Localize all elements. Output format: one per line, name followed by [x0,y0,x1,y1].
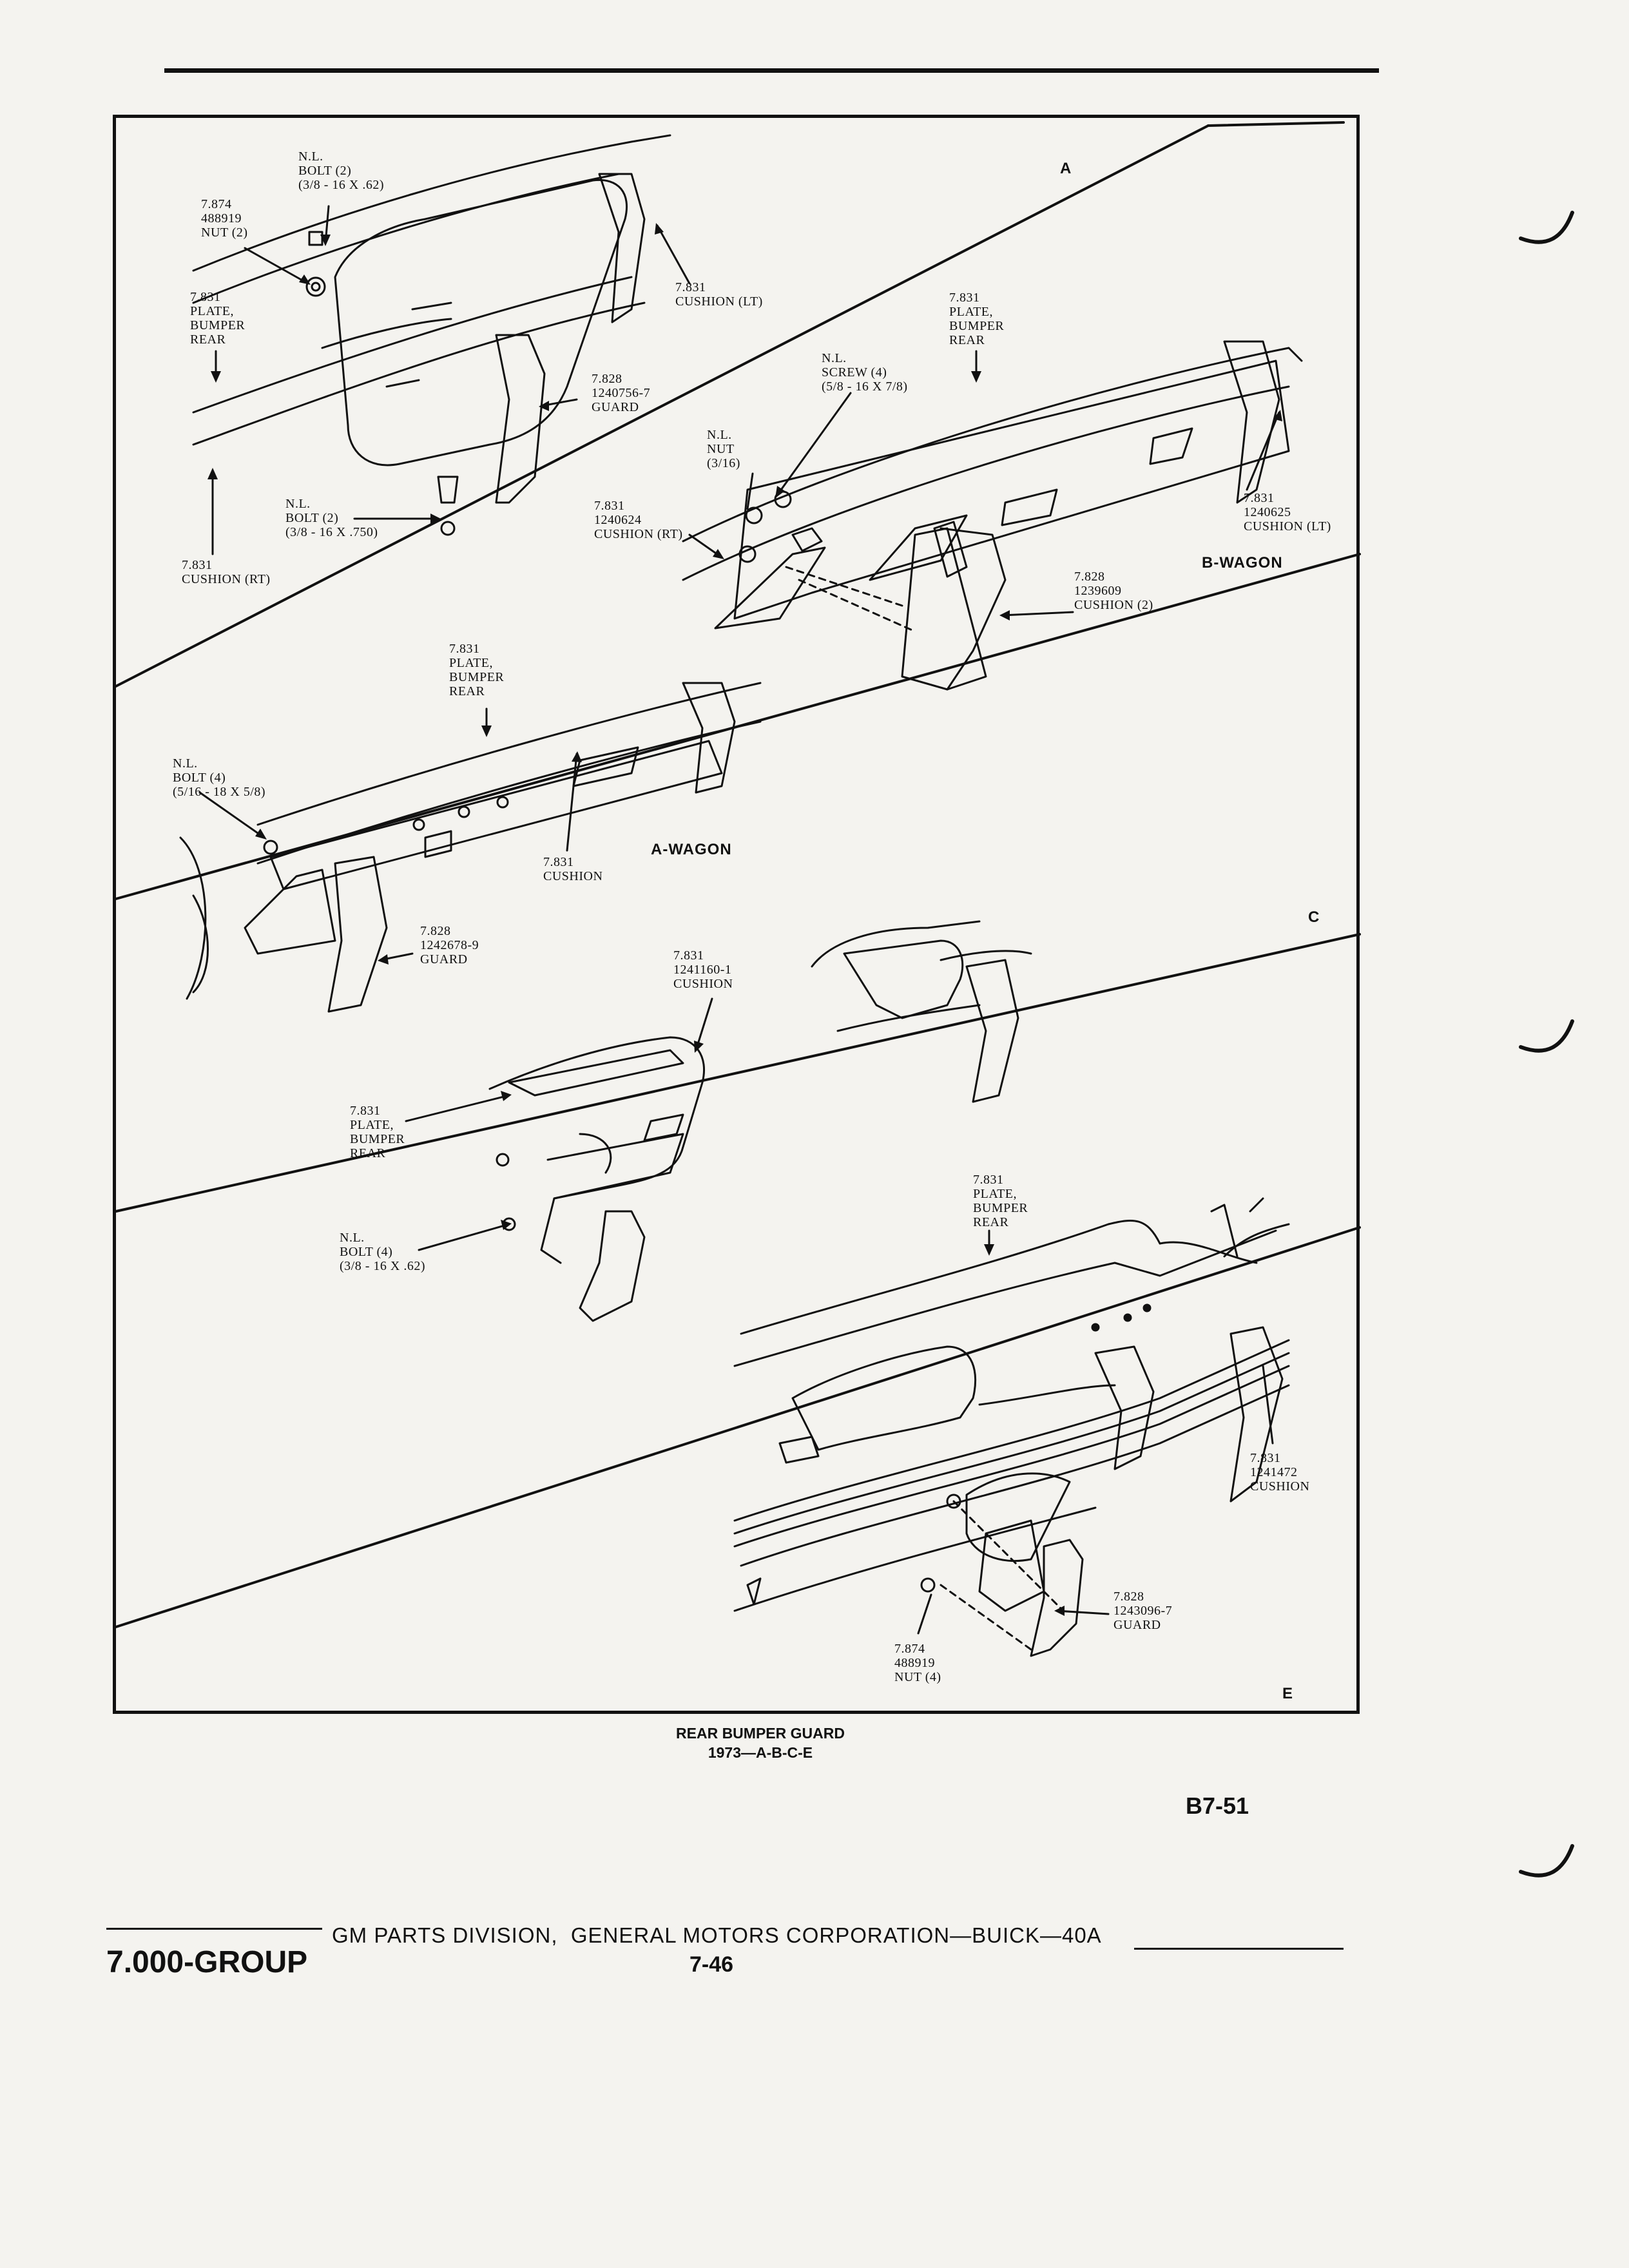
view-e-parts [733,1197,1290,1657]
view-label-a: A [1060,160,1072,177]
footer-publisher-line: GM PARTS DIVISION, GENERAL MOTORS CORPOR… [332,1923,1102,1947]
footer-rule-left [106,1928,322,1930]
view-label-b-wagon: B-WAGON [1202,554,1283,572]
figure-id: B7-51 [1186,1792,1249,1819]
callout-c-bolt: N.L.BOLT (4)(3/8 - 16 x .62) [340,1231,425,1273]
caption-title: REAR BUMPER GUARD [676,1725,845,1742]
callout-aw-bolt: N.L.BOLT (4)(5/16 - 18 x 5/8) [173,756,266,799]
frame-top-stub [1207,121,1345,127]
view-a-wagon-parts [179,682,762,1013]
view-a-parts [192,134,671,536]
callout-bw-nut: N.L.NUT(3/16) [707,428,740,470]
callout-a-bolt-2: N.L.BOLT (2)(3/8 - 16 x .750) [285,497,378,539]
view-c-parts [488,920,1032,1322]
view-label-e: E [1282,1685,1294,1702]
figure-caption: REAR BUMPER GUARD 1973—A-B-C-E [567,1724,954,1762]
view-b-wagon-parts [682,340,1303,691]
footer-page-number: 7-46 [689,1952,734,1977]
diagram-frame [113,115,1360,1714]
separator-c-e [115,1226,1361,1628]
separator-aw-c [115,933,1361,1213]
separator-a-b [115,124,1210,687]
callout-a-bolt: N.L.BOLT (2)(3/8 - 16 x .62) [298,149,384,192]
arrowheads [207,223,1282,1616]
footer-rule-right [1134,1948,1344,1950]
top-rule [164,68,1379,73]
footer-group: 7.000-GROUP [106,1945,308,1979]
caption-subtitle: 1973—A-B-C-E [708,1744,813,1761]
view-label-c: C [1308,908,1320,926]
callout-bw-screw: N.L.SCREW (4)(5/8 - 16 x 7/8) [822,351,908,394]
view-label-a-wagon: A-WAGON [651,841,732,858]
